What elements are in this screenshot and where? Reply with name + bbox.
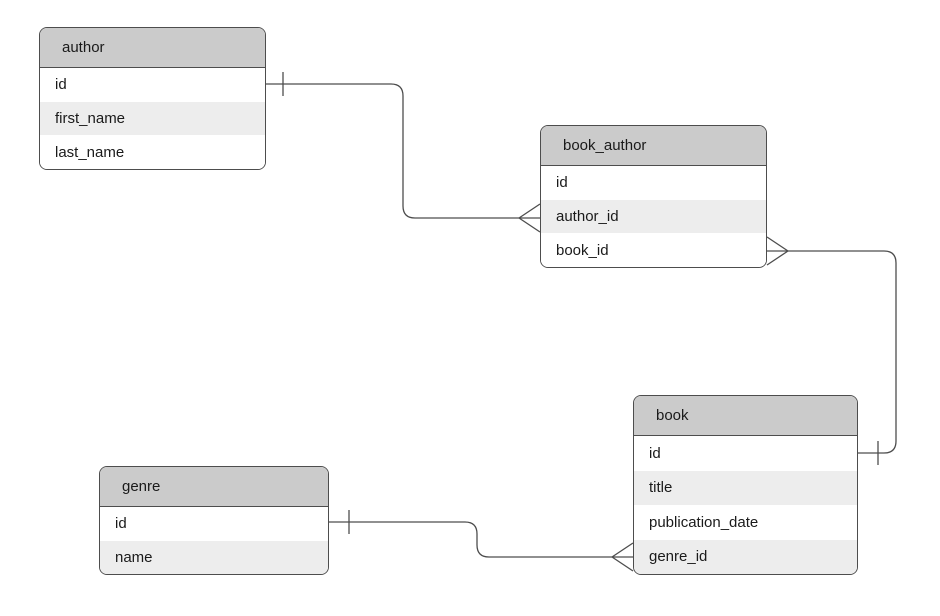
entity-title-label: book_author: [563, 137, 647, 154]
entity-genre-fields: id name: [100, 507, 328, 574]
entity-author: author id first_name last_name: [39, 27, 266, 170]
connector-line: [329, 521, 612, 558]
entity-book-title: book: [634, 396, 857, 436]
cardinality-crow-foot-icon: [518, 203, 541, 233]
connector-line: [788, 250, 897, 454]
connector-genre-book: [329, 510, 634, 572]
connector-line: [266, 83, 519, 219]
entity-book-author-title: book_author: [541, 126, 766, 166]
field-row-author-id: id: [40, 68, 265, 102]
cardinality-crow-foot-icon: [766, 236, 789, 266]
entity-genre: genre id name: [99, 466, 329, 575]
entity-book-fields: id title publication_date genre_id: [634, 436, 857, 574]
entity-title-label: author: [62, 39, 105, 56]
field-row-book-title: title: [634, 470, 857, 505]
entity-title-label: book: [656, 407, 689, 424]
entity-genre-title: genre: [100, 467, 328, 507]
cardinality-crow-foot-icon: [611, 542, 634, 572]
entity-book-author: book_author id author_id book_id: [540, 125, 767, 268]
entity-author-title: author: [40, 28, 265, 68]
field-row-book-publication-date: publication_date: [634, 505, 857, 540]
entity-book: book id title publication_date genre_id: [633, 395, 858, 575]
field-row-book-author-id: id: [541, 166, 766, 200]
field-row-author-last-name: last_name: [40, 135, 265, 169]
entity-title-label: genre: [122, 478, 161, 495]
connector-author-book_author: [266, 72, 541, 233]
field-row-book-author-book-id: book_id: [541, 233, 766, 267]
connector-book_author-book: [766, 236, 897, 465]
field-row-book-author-author-id: author_id: [541, 199, 766, 234]
field-row-genre-id: id: [100, 507, 328, 541]
field-row-book-genre-id: genre_id: [634, 539, 857, 574]
field-row-book-id: id: [634, 436, 857, 471]
field-row-author-first-name: first_name: [40, 101, 265, 136]
entity-author-fields: id first_name last_name: [40, 68, 265, 169]
entity-book-author-fields: id author_id book_id: [541, 166, 766, 267]
field-row-genre-name: name: [100, 540, 328, 574]
